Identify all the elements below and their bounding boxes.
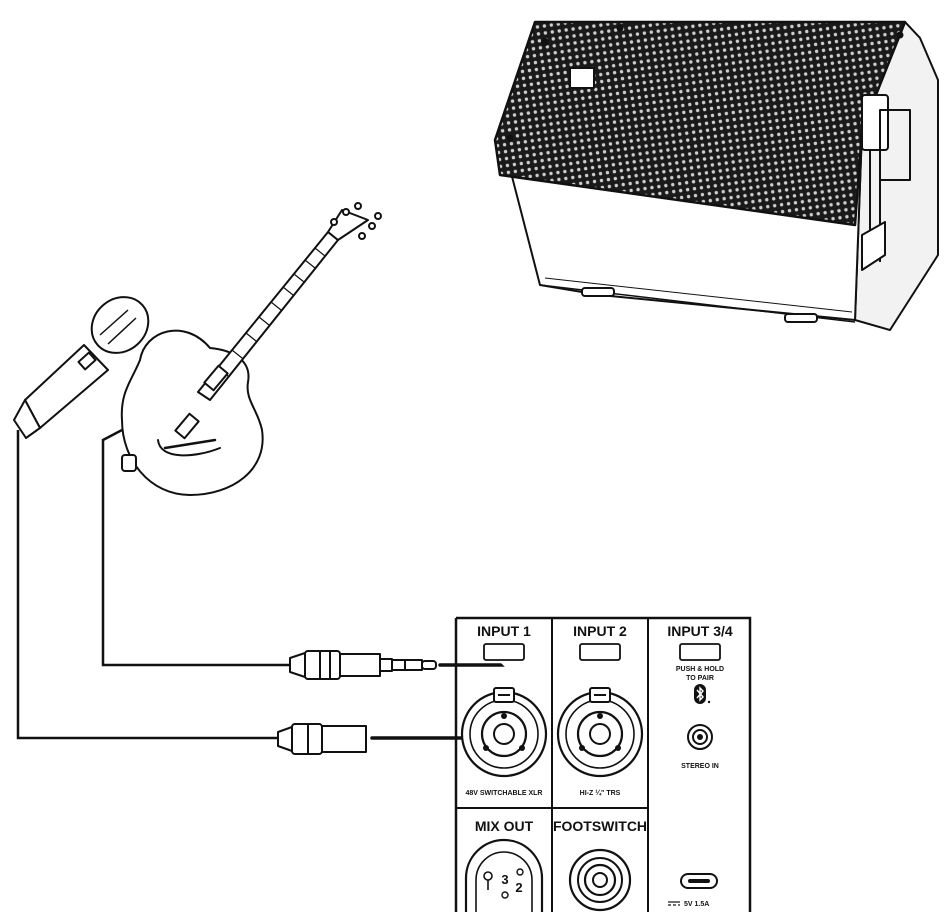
input1-signal-led <box>483 643 525 661</box>
footswitch-label: FOOTSWITCH <box>553 818 647 834</box>
xlr-pin-3: 3 <box>501 872 508 887</box>
guitar-cable <box>101 428 290 667</box>
speaker-foot <box>784 313 818 323</box>
bluetooth-pair-button[interactable] <box>679 643 721 661</box>
input1-label: INPUT 1 <box>477 623 531 639</box>
mix-out-xlr-jack[interactable] <box>464 838 544 912</box>
electric-guitar <box>120 202 382 496</box>
xlr-plug <box>277 723 367 755</box>
usb-power-label: 5V 1.5A <box>684 901 709 908</box>
pair-instruction-line2: TO PAIR <box>686 675 714 682</box>
xlr-switchable-label: 48V SWITCHABLE XLR <box>465 790 542 797</box>
xlr-pin-2: 2 <box>515 880 522 895</box>
microphone <box>13 296 150 439</box>
trs-plug <box>289 650 437 680</box>
hiz-trs-label: HI-Z ¼" TRS <box>580 789 621 797</box>
input2-label: INPUT 2 <box>573 623 627 639</box>
footswitch-jack[interactable] <box>568 848 632 912</box>
pair-instruction-line1: PUSH & HOLD <box>676 666 724 673</box>
pa-speaker <box>493 20 939 331</box>
bluetooth-icon <box>694 684 711 704</box>
rear-input-panel: INPUT 1 INPUT 2 INPUT 3/4 PUSH & HOLD TO… <box>454 616 752 912</box>
dc-symbol <box>668 901 680 906</box>
speaker-handle <box>861 94 889 151</box>
input2-combo-jack[interactable] <box>556 687 644 778</box>
speaker-foot <box>581 287 615 297</box>
mic-cable <box>16 430 278 740</box>
stereo-in-jack[interactable] <box>687 724 713 750</box>
mix-out-label: MIX OUT <box>475 818 534 834</box>
input34-label: INPUT 3/4 <box>667 623 733 639</box>
usb-c-icon <box>680 873 718 889</box>
input2-signal-led <box>579 643 621 661</box>
brand-logo <box>569 67 595 89</box>
input1-combo-jack[interactable] <box>460 687 548 778</box>
stereo-in-label: STEREO IN <box>681 763 719 770</box>
